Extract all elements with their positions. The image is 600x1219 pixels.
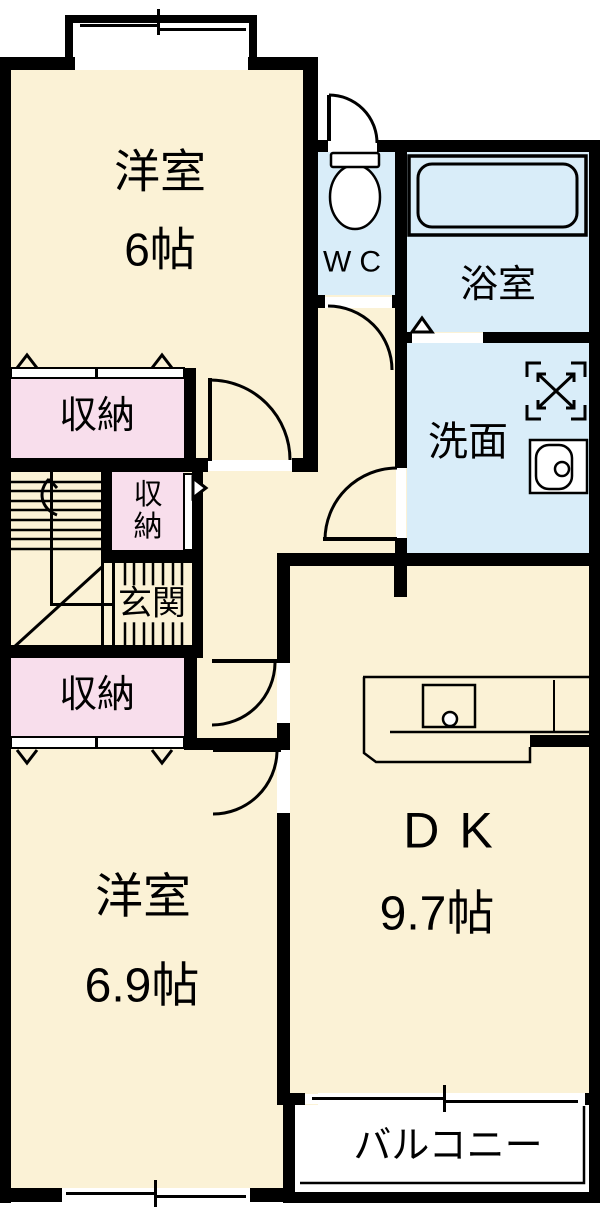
washing-machine-icon [525,361,587,421]
bedroom2-size: 6.9帖 [84,959,200,1013]
washroom-label: 洗面 [428,420,508,464]
fixtures [328,151,589,764]
closet-lower-floor [11,658,184,737]
room-fills [11,22,589,1192]
dk-label: DK [403,802,513,859]
closet-lower-label: 収納 [58,674,136,717]
bath-floor [407,152,589,332]
closet-lower-sliding-door [10,736,185,766]
kitchen-end-wall [530,735,589,747]
closet-upper-floor [11,378,184,458]
hall-door [327,304,394,371]
closet-middle-floor [112,472,184,550]
wc-label: WC [323,245,389,279]
doors [10,93,435,816]
bathroom-sink-icon [528,438,589,495]
wc-door [327,93,379,144]
closet-upper-sliding-door [10,352,185,379]
bay-window [80,9,246,35]
balcony-railing-line [300,1106,586,1185]
balcony-label: バルコニー [353,1125,543,1168]
bathtub-icon [407,154,588,237]
walls [0,15,600,1203]
staircase [11,472,112,650]
closet-upper-label: 収納 [58,395,136,438]
bedroom2-door [212,748,281,816]
dk-balcony-window [305,1085,585,1112]
bedroom1-size: 6帖 [124,223,196,276]
bedroom1-door [208,378,292,461]
windows [62,9,586,1207]
bath-folding-door [409,315,435,334]
dk-door [211,659,281,727]
balcony-floor [295,1105,589,1192]
bedroom2-label: 洋室 [94,870,192,924]
closet-middle-label: 収納 [133,479,163,543]
toilet-icon [328,151,382,231]
washroom-door [323,466,398,541]
stair-direction-arrow [40,477,59,517]
entrance-label: 玄関 [117,584,187,623]
dk-size: 9.7帖 [379,887,495,941]
bedroom2-window [62,1180,250,1207]
kitchen-faucet-icon [441,710,459,728]
closet-middle-door [183,473,209,551]
kitchen-counter [362,675,589,764]
bedroom1-label: 洋室 [114,145,206,198]
bath-label: 浴室 [459,264,537,307]
door-openings [208,141,483,813]
